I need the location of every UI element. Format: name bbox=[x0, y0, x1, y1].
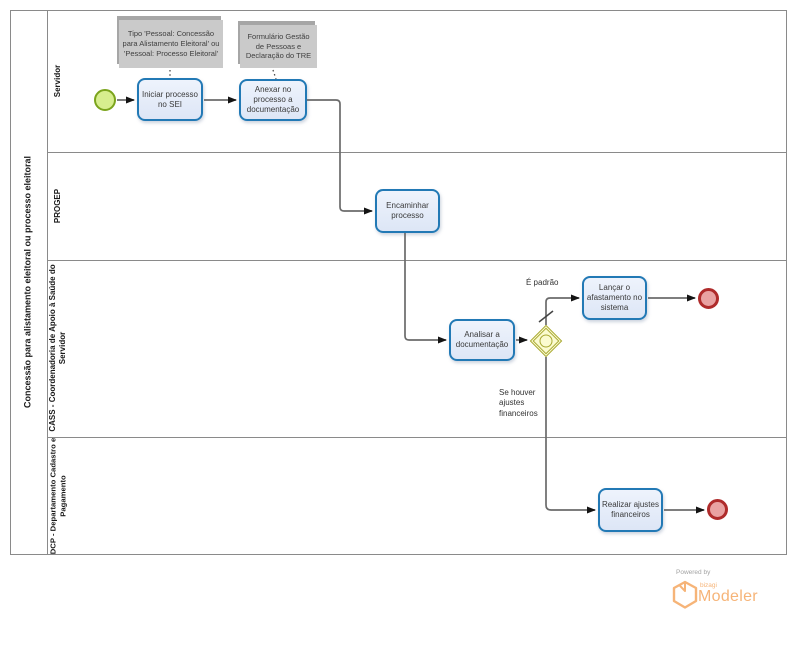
end-event-padrao[interactable] bbox=[698, 288, 719, 309]
annotation-tipo-pessoal[interactable]: Tipo 'Pessoal: Concessão para Alistament… bbox=[119, 20, 223, 68]
modeler-wordmark: Modeler bbox=[698, 588, 758, 605]
task-anexar-documentacao[interactable]: Anexar no processo a documentação bbox=[239, 79, 307, 121]
bizagi-wordmark: bizagi bbox=[700, 582, 717, 589]
lane-label-progep: PROGEP bbox=[53, 188, 62, 224]
powered-by-label: Powered by bbox=[676, 569, 711, 576]
lane-cass[interactable] bbox=[48, 261, 786, 436]
task-label: Realizar ajustes financeiros bbox=[602, 500, 659, 519]
flow-label-default: É padrão bbox=[526, 278, 559, 287]
task-label: Lançar o afastamento no sistema bbox=[586, 283, 643, 312]
lane-dcp[interactable] bbox=[48, 438, 786, 554]
task-lancar-afastamento[interactable]: Lançar o afastamento no sistema bbox=[582, 276, 647, 320]
task-label: Analisar a documentação bbox=[455, 330, 509, 349]
task-label: Encaminhar processo bbox=[386, 201, 429, 220]
task-iniciar-processo-sei[interactable]: Iniciar processo no SEI bbox=[137, 78, 203, 121]
task-label: Iniciar processo no SEI bbox=[141, 89, 199, 109]
lane-label-cass: CASS - Coordenadoria de Apoio à Saúde do… bbox=[48, 264, 67, 432]
pool-title: Concessão para alistamento eleitoral ou … bbox=[22, 155, 33, 409]
lane-divider-1 bbox=[47, 152, 787, 153]
bizagi-cube-icon bbox=[672, 580, 698, 609]
start-event[interactable] bbox=[94, 89, 116, 111]
pool-band-divider bbox=[47, 10, 48, 555]
lane-label-dcp: DCP - Departamento Cadastro e Pagamento bbox=[48, 437, 67, 555]
flow-label-conditional: Se houver ajustes financeiros bbox=[499, 388, 538, 418]
end-event-ajustes[interactable] bbox=[707, 499, 728, 520]
inclusive-gateway-marker bbox=[539, 334, 553, 348]
task-realizar-ajustes[interactable]: Realizar ajustes financeiros bbox=[598, 488, 663, 532]
lane-divider-3 bbox=[47, 437, 787, 438]
annotation-formulario-tre[interactable]: Formulário Gestão de Pessoas e Declaraçã… bbox=[240, 25, 317, 68]
task-encaminhar-processo[interactable]: Encaminhar processo bbox=[375, 189, 440, 233]
lane-label-servidor: Servidor bbox=[53, 64, 62, 98]
pool-border bbox=[10, 10, 787, 555]
task-analisar-documentacao[interactable]: Analisar a documentação bbox=[449, 319, 515, 361]
annotation-text: Formulário Gestão de Pessoas e Declaraçã… bbox=[245, 31, 312, 61]
annotation-text: Tipo 'Pessoal: Concessão para Alistament… bbox=[122, 29, 220, 58]
task-label: Anexar no processo a documentação bbox=[246, 85, 300, 114]
